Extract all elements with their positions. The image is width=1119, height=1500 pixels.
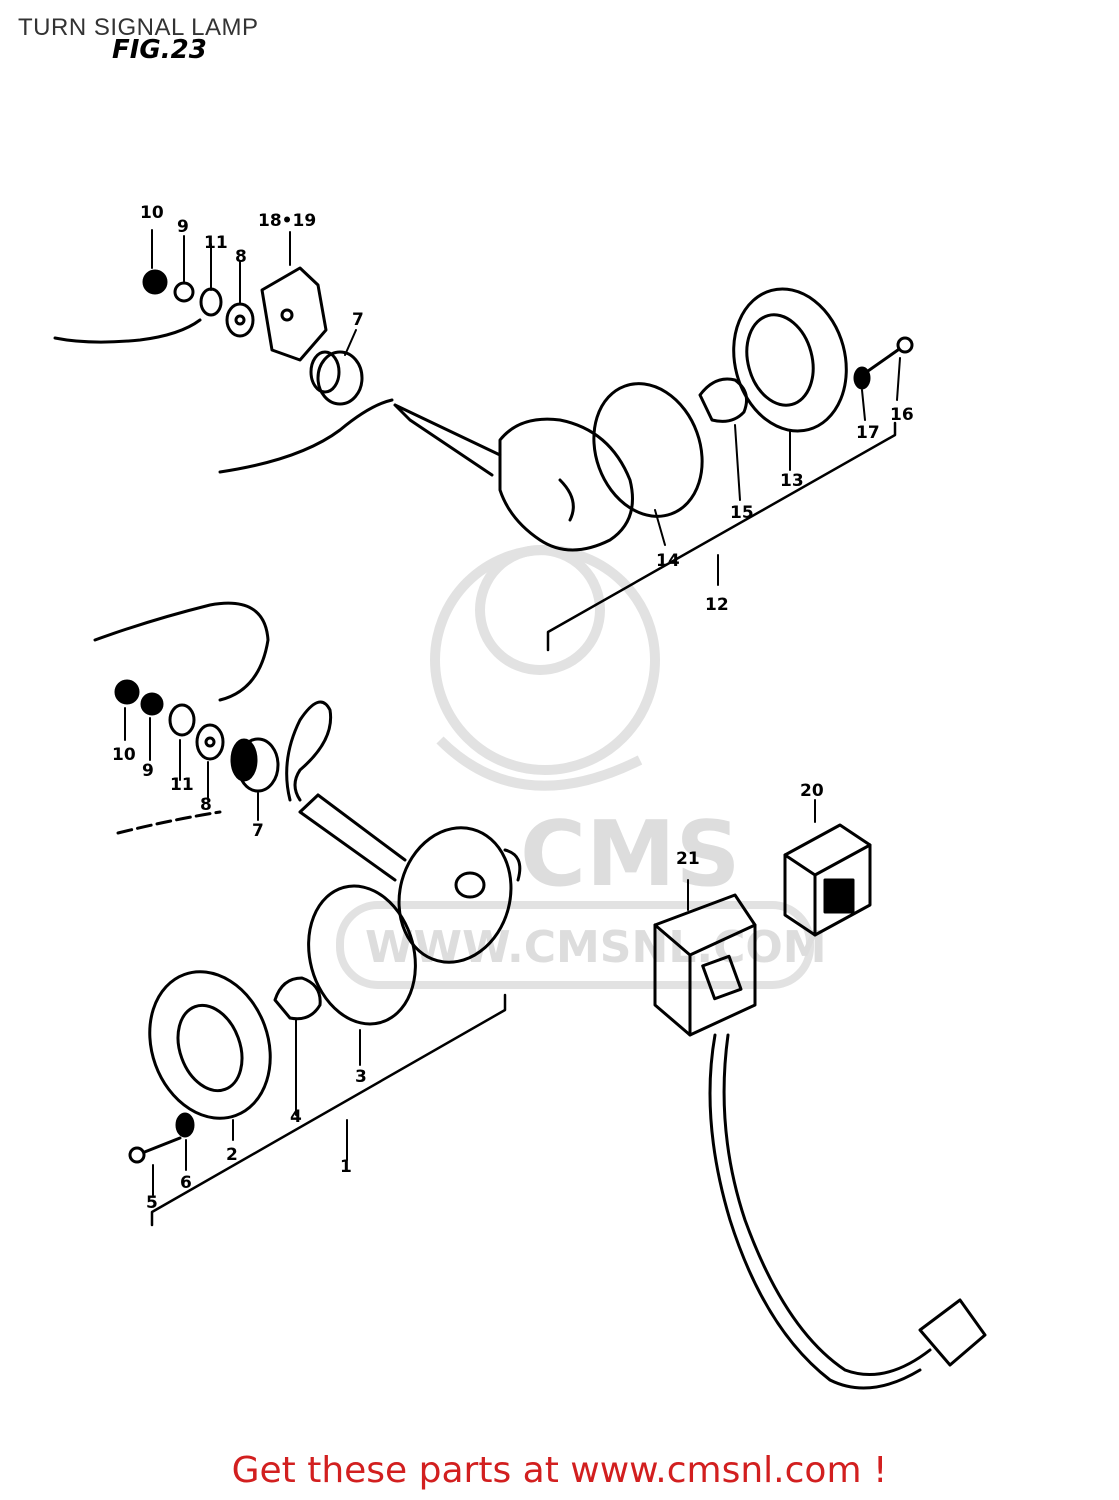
part-label-9-lower: 9: [142, 761, 154, 781]
lens-2: [148, 970, 272, 1120]
terminal-11-lower: [168, 703, 196, 737]
part-label-7-upper: 7: [352, 310, 364, 330]
part-label-14: 14: [656, 551, 680, 571]
part-label-13: 13: [780, 471, 804, 491]
washer-8-lower: [195, 723, 225, 761]
part-label-6: 6: [180, 1173, 192, 1193]
part-label-8-upper: 8: [235, 247, 247, 267]
o-ring-3: [307, 884, 417, 1026]
washer-8-upper: [225, 302, 255, 338]
watermark-brand: CMS: [520, 802, 740, 907]
part-label-12: 12: [705, 595, 729, 615]
upper-housing: [498, 417, 634, 552]
lower-stem: [298, 793, 407, 882]
part-label-16: 16: [890, 405, 914, 425]
relay-21-harness: [708, 1033, 932, 1390]
relay-21-connector: [918, 1298, 987, 1367]
part-label-10-upper: 10: [140, 203, 164, 223]
flasher-relay-21: [653, 893, 757, 1037]
washer-9-lower: [140, 692, 164, 716]
o-ring-14: [592, 382, 704, 518]
washer-9-upper: [173, 281, 195, 303]
part-label-20: 20: [800, 781, 824, 801]
upper-signal-wire: [218, 398, 394, 474]
part-label-10-lower: 10: [112, 745, 136, 765]
part-label-17: 17: [856, 423, 880, 443]
part-label-18-19: 18•19: [258, 211, 316, 231]
upper-stem: [393, 403, 502, 477]
grommet-7-upper: [316, 350, 364, 406]
watermark-url: WWW.CMSNL.COM: [365, 922, 827, 973]
part-label-11-upper: 11: [204, 233, 228, 253]
part-label-7-lower: 7: [252, 821, 264, 841]
part-label-4: 4: [290, 1107, 302, 1127]
part-label-5: 5: [146, 1193, 158, 1213]
figure-label: FIG.23: [112, 35, 207, 65]
lower-dash-wire: [116, 810, 222, 835]
washer-6: [175, 1112, 195, 1138]
part-numbers: 10 9 11 8 18•19 7 16 17 13 15 14 12 10 9…: [112, 203, 914, 1213]
lens-13: [732, 287, 848, 433]
terminal-11-upper: [199, 287, 223, 317]
bulb-4: [273, 976, 322, 1021]
cms-watermark: [430, 545, 660, 791]
part-label-21: 21: [676, 849, 700, 869]
part-label-8-lower: 8: [200, 795, 212, 815]
cmsnl-link[interactable]: Get these parts at www.cmsnl.com !: [231, 1450, 888, 1491]
upper-ground-wire: [53, 318, 202, 344]
watermark-url-badge: [336, 901, 814, 989]
part-label-11-lower: 11: [170, 775, 194, 795]
relay-20: [783, 823, 872, 937]
nut-10-upper: [142, 269, 168, 295]
part-label-3: 3: [355, 1067, 367, 1087]
bracket-18-19: [260, 266, 328, 362]
lower-housing: [397, 826, 513, 964]
lower-signal-wire: [285, 700, 333, 802]
footer-link[interactable]: Get these parts at www.cmsnl.com !: [0, 1450, 1119, 1491]
part-label-9-upper: 9: [177, 217, 189, 237]
part-label-15: 15: [730, 503, 754, 523]
lower-ground-wire: [93, 601, 270, 702]
nut-10-lower: [114, 679, 140, 705]
bracket-line-12: [546, 421, 897, 652]
part-label-2: 2: [226, 1145, 238, 1165]
bracket-line-1: [150, 993, 507, 1227]
page-title: TURN SIGNAL LAMP: [18, 14, 259, 41]
part-label-1: 1: [340, 1157, 352, 1177]
washer-17: [853, 366, 871, 390]
